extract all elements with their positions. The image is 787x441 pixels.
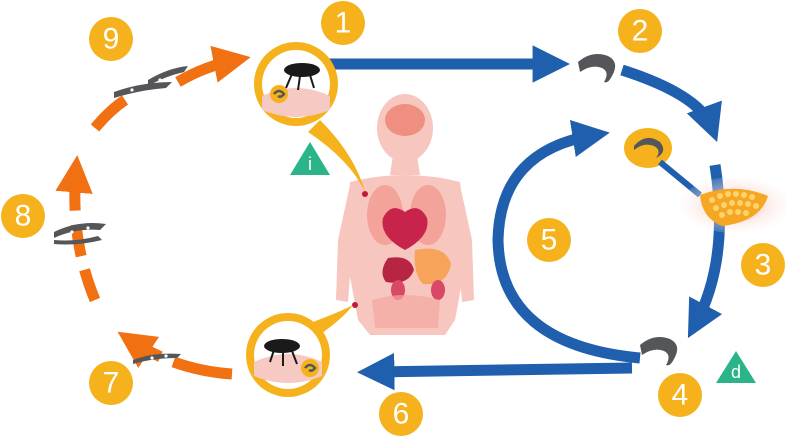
infective-marker-label: i	[308, 154, 312, 174]
step-6-badge: 6	[379, 392, 423, 436]
fly-icon	[284, 63, 320, 77]
arrow-6-to-7	[117, 331, 233, 380]
egg-cluster	[680, 177, 787, 233]
lens-1-pointer	[308, 120, 365, 192]
step-2-badge: 2	[618, 9, 662, 53]
arrow-4-to-6	[357, 352, 633, 391]
heart	[382, 208, 428, 250]
parasite-stage-9a-icon	[114, 82, 172, 98]
brain	[385, 104, 425, 136]
step-3-badge: 3	[741, 243, 785, 287]
step-1-badge: 1	[321, 1, 365, 45]
right-kidney	[431, 280, 445, 300]
step-5-badge: 5	[527, 218, 571, 262]
step-9-badge: 9	[89, 17, 133, 61]
arrow-5-loop	[492, 120, 641, 364]
parasite-stage-3-icon	[634, 137, 664, 158]
parasite-stage-8-icon	[54, 223, 106, 245]
lens-6-fly-bite	[246, 313, 330, 397]
blue-cycle-arrows	[322, 45, 725, 391]
orange-cycle-arrows	[55, 45, 251, 380]
arrow-2-to-3	[620, 64, 722, 143]
parasite-stage-7-icon	[133, 353, 181, 364]
step-7-label: 7	[103, 367, 120, 400]
parasite-stage-2-icon	[578, 54, 616, 83]
step-4-badge: 4	[658, 373, 702, 417]
human-body	[336, 94, 474, 335]
diagnostic-stage-marker: d	[716, 351, 756, 383]
lens-3-worm	[624, 128, 702, 198]
step-2-label: 2	[632, 15, 649, 48]
diagnostic-marker-label: d	[731, 362, 741, 382]
step-1-label: 1	[335, 7, 352, 40]
step-7-badge: 7	[89, 361, 133, 405]
fly-icon	[264, 339, 300, 353]
step-3-label: 3	[755, 249, 772, 282]
arrow-8-to-9-dash	[90, 95, 129, 132]
lens-1-fly-bite	[254, 42, 338, 126]
step-6-label: 6	[393, 398, 410, 431]
stomach	[414, 248, 451, 285]
larva-icon	[304, 363, 317, 372]
step-8-label: 8	[15, 200, 32, 233]
step-4-label: 4	[672, 379, 689, 412]
parasite-stage-4-icon	[640, 337, 678, 366]
bite-site-lower	[352, 302, 358, 308]
bite-site-upper	[362, 191, 368, 197]
arrow-8-up	[55, 155, 101, 303]
liver	[382, 257, 414, 283]
step-5-label: 5	[541, 224, 558, 257]
larva-icon	[273, 89, 286, 98]
parasite-stage-9b-icon	[148, 66, 188, 86]
intestine	[372, 295, 440, 328]
step-9-label: 9	[103, 23, 120, 56]
step-8-badge: 8	[1, 194, 45, 238]
infective-stage-marker: i	[290, 142, 330, 175]
left-kidney	[391, 280, 405, 300]
arrow-9-to-1	[175, 45, 251, 87]
